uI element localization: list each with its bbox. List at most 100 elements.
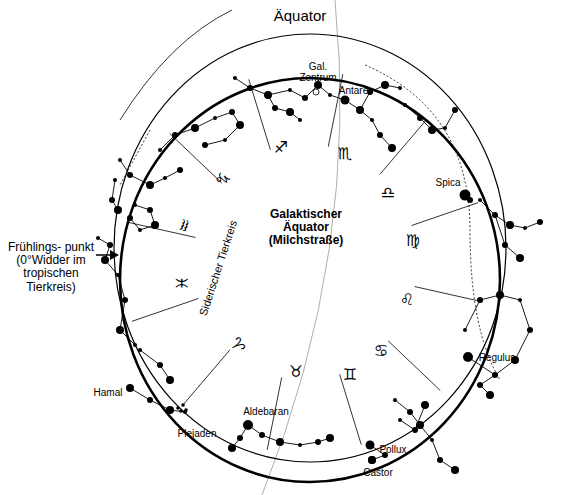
star-dot [537,219,543,225]
star-dot [264,91,272,99]
star-dot [272,105,278,111]
pleiades [176,403,188,413]
star-dot [356,106,364,114]
star-dot [506,221,514,229]
star-dot [393,398,397,402]
star-dot [377,132,383,138]
star-aldebaran [243,420,253,430]
star-dot [486,391,494,399]
star-dot [407,409,413,415]
constellation-line [235,78,392,148]
star-dot [417,115,423,121]
constellation-line [405,105,455,130]
star-dot [151,221,159,229]
star-dot [163,176,167,180]
zodiac-symbol: ♏ [338,145,352,163]
star-dot [133,203,137,207]
constellation-line [465,295,530,395]
star-hamal [126,384,134,392]
star-dot [430,438,434,442]
sign-divider [380,119,427,174]
star-dot [381,81,389,89]
star-dot [502,242,508,248]
star-pollux [366,441,375,450]
star-dot [368,456,376,464]
star-label: Aldebaran [243,406,289,417]
star-dot [518,298,522,302]
galactic-center-mark [313,89,319,95]
constellation-line [160,112,240,150]
star-dot [114,206,122,214]
sign-divider [388,341,440,391]
zodiac-symbol: ♋ [374,342,388,360]
zodiac-symbol: ♐ [274,139,288,157]
star-dot [302,95,308,101]
star-dot [452,107,458,113]
star-label: Hamal [94,387,123,398]
star-dot [493,373,497,377]
star-dot [266,93,270,97]
star-dot [127,172,133,178]
star-dot [127,215,133,221]
star-dot [107,242,113,248]
constellation-line [395,400,455,470]
sign-divider [412,203,479,226]
zodiac-symbol: ♑ [211,167,233,190]
vernal-point-label: Frühlings- punkt (0°Widder im tropischen… [5,241,97,294]
dotted-arc [365,65,500,380]
star-dot [443,126,447,130]
star-dot [116,326,124,334]
star-dot [416,421,424,429]
pointer-head [110,250,119,260]
star-dot [177,167,183,173]
constellation-line [98,238,135,345]
constellation-line [400,405,425,430]
star-antares [341,96,350,105]
star-dot [358,108,362,112]
star-dot [228,444,236,452]
star-dot [166,376,174,384]
star-dot [133,343,137,347]
sign-dividers [127,74,483,450]
star-dot [118,158,122,162]
star-dot [477,382,483,388]
star-dot [326,434,334,442]
star-dot [437,457,443,463]
star-dot [191,124,199,132]
star-dot [463,328,467,332]
star-dot [157,362,163,368]
star-dot [233,76,237,80]
star-dot [403,103,407,107]
sign-divider [415,287,483,302]
star-dot [398,86,402,90]
star-dot [493,213,497,217]
star-dot [315,439,321,445]
star-dot [113,178,117,182]
star-dot [370,118,374,122]
constellation-line [130,388,185,412]
star-dot [328,93,332,97]
star-dot [516,254,524,262]
star-dot [428,126,436,134]
star-dot [388,144,396,152]
star-dot [101,256,109,264]
star-label: Castor [363,467,392,478]
star-dot [147,207,153,213]
zodiac-symbol: ♊ [343,366,357,384]
constellation-line [268,95,300,120]
star-dot [147,397,153,403]
constellation-line [248,425,330,445]
star-dot [247,85,253,91]
star-dot [298,118,302,122]
star-dot [202,142,208,148]
star-dot [492,212,498,218]
star-dot [109,197,115,203]
star-dot [421,401,429,409]
constellation-line [140,350,170,380]
star-dot [213,116,217,120]
star-dot [116,273,120,277]
star-dot [236,121,244,129]
star-dot [138,228,142,232]
star-dot [478,198,482,202]
